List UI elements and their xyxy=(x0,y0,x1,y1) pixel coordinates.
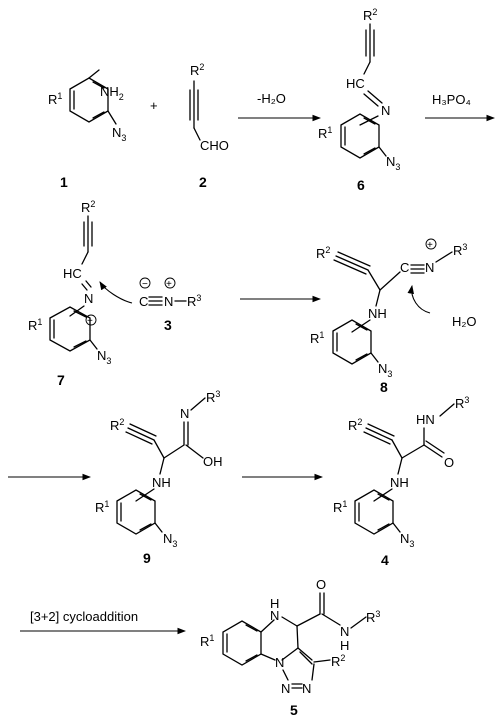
svg-text:N3: N3 xyxy=(400,531,414,549)
water-label: H₂O xyxy=(452,314,477,329)
svg-text:HC: HC xyxy=(63,266,82,281)
label-7: 7 xyxy=(57,372,65,388)
svg-text:C: C xyxy=(139,294,148,309)
svg-text:NH2: NH2 xyxy=(100,84,124,102)
svg-text:NH: NH xyxy=(152,475,171,490)
svg-text:NH: NH xyxy=(390,475,409,490)
label-8: 8 xyxy=(380,379,388,395)
svg-text:N: N xyxy=(275,655,284,670)
svg-text:−: − xyxy=(142,279,148,290)
svg-text:R2: R2 xyxy=(316,245,330,261)
svg-text:+: + xyxy=(427,240,433,251)
svg-text:R2: R2 xyxy=(190,62,204,78)
svg-text:NH: NH xyxy=(368,306,387,321)
svg-text:R3: R3 xyxy=(366,609,380,625)
svg-text:O: O xyxy=(444,455,454,470)
svg-text:R1: R1 xyxy=(310,330,324,346)
svg-text:R1: R1 xyxy=(28,317,42,333)
compound-2: R2 CHO 2 xyxy=(189,62,229,190)
svg-text:R3: R3 xyxy=(206,389,220,405)
condition-step2: H₃PO₄ xyxy=(432,92,471,107)
svg-text:HC: HC xyxy=(346,76,365,91)
svg-text:N: N xyxy=(425,260,434,275)
svg-text:N3: N3 xyxy=(378,361,392,379)
svg-text:N3: N3 xyxy=(386,154,400,172)
compound-6: R2 HC N N3 R1 6 xyxy=(318,7,400,193)
electron-arrow-8 xyxy=(407,284,431,314)
svg-text:R3: R3 xyxy=(187,293,201,309)
compound-4: R2 HN R3 O NH N3 R1 4 xyxy=(333,395,469,568)
label-2: 2 xyxy=(199,174,207,190)
svg-text:R2: R2 xyxy=(363,7,377,23)
svg-text:N: N xyxy=(270,608,279,623)
svg-text:+: + xyxy=(166,279,172,290)
svg-text:N3: N3 xyxy=(97,348,111,366)
condition-step5: [3+2] cycloaddition xyxy=(30,609,138,624)
label-3: 3 xyxy=(164,317,172,333)
svg-text:N: N xyxy=(164,294,173,309)
svg-text:C: C xyxy=(400,260,409,275)
svg-text:H: H xyxy=(340,638,349,653)
svg-text:N: N xyxy=(180,406,189,421)
compound-3: − + C N R3 3 xyxy=(139,277,201,333)
label-1: 1 xyxy=(60,174,68,190)
svg-text:N: N xyxy=(340,624,349,639)
label-5: 5 xyxy=(290,702,298,718)
electron-arrow-7 xyxy=(99,281,133,304)
svg-text:R1: R1 xyxy=(95,499,109,515)
svg-text:R1: R1 xyxy=(48,91,62,107)
compound-7: R2 HC N + N3 R1 7 xyxy=(28,199,133,388)
compound-9: R2 N R3 OH NH N3 R1 9 xyxy=(95,389,223,566)
svg-text:OH: OH xyxy=(203,454,223,469)
svg-text:R1: R1 xyxy=(333,499,347,515)
label-6: 6 xyxy=(357,177,365,193)
svg-text:O: O xyxy=(316,577,326,592)
label-4: 4 xyxy=(381,552,389,568)
condition-step1: -H₂O xyxy=(257,91,286,106)
svg-text:N: N xyxy=(381,103,390,118)
svg-text:HN: HN xyxy=(416,412,435,427)
svg-text:R1: R1 xyxy=(200,633,214,649)
plus-sign: + xyxy=(150,98,158,113)
svg-text:H: H xyxy=(270,596,279,611)
svg-text:R3: R3 xyxy=(455,395,469,411)
svg-text:R2: R2 xyxy=(331,653,345,669)
svg-text:R2: R2 xyxy=(110,417,124,433)
svg-text:N3: N3 xyxy=(112,125,126,143)
svg-text:R2: R2 xyxy=(81,199,95,215)
svg-text:N3: N3 xyxy=(163,531,177,549)
svg-text:N: N xyxy=(302,681,311,696)
svg-text:N: N xyxy=(84,291,93,306)
svg-text:R3: R3 xyxy=(453,242,467,258)
compound-1: NH2 N3 R1 1 xyxy=(48,69,126,190)
label-9: 9 xyxy=(143,550,151,566)
svg-text:N: N xyxy=(281,681,290,696)
svg-text:CHO: CHO xyxy=(200,138,229,153)
svg-text:R2: R2 xyxy=(348,417,362,433)
compound-8: R2 C N + R3 NH N3 R1 8 H₂O xyxy=(310,238,477,395)
compound-5: R1 H N N N N R2 O N H R3 5 xyxy=(200,577,380,718)
svg-text:R1: R1 xyxy=(318,125,332,141)
